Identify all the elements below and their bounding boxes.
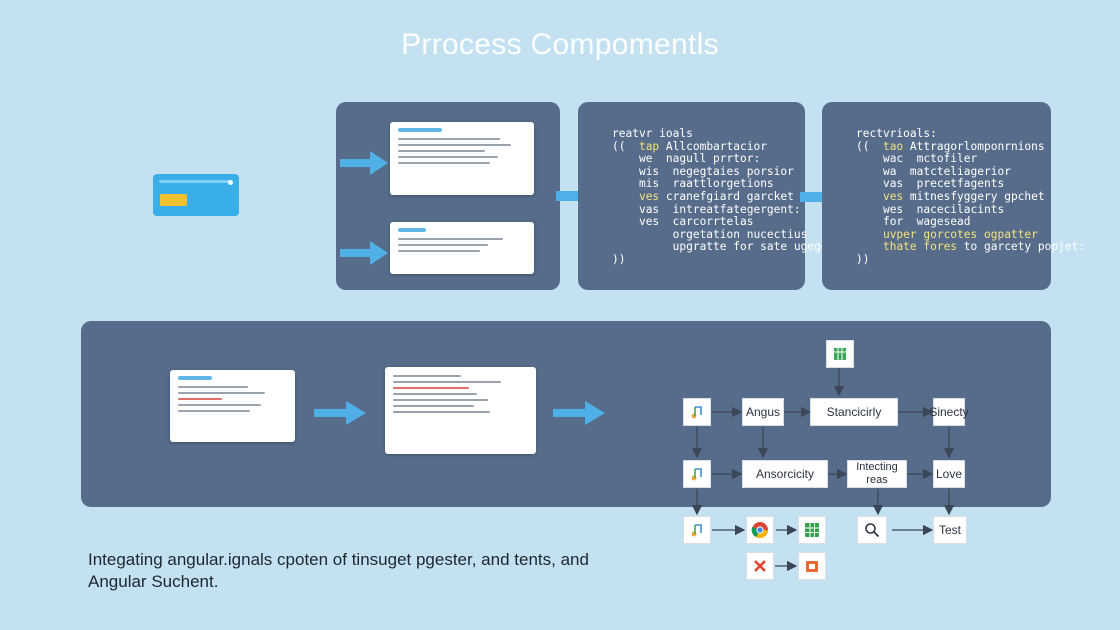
code-line: wes nacecilacints: [856, 202, 1085, 217]
code-prefix: ((: [856, 139, 883, 153]
code-line: vas intreatfategergent:: [612, 202, 848, 217]
flow-node-test: Test: [933, 516, 967, 544]
chrome-icon: [746, 516, 774, 544]
code-text: wac mctofiler: [882, 152, 978, 166]
music-note-icon: [683, 516, 711, 544]
code-keyword: ves: [882, 189, 904, 203]
code-panel: [578, 102, 805, 290]
code-panel: [822, 102, 1051, 290]
code-text: mis raattlorgetions: [638, 177, 774, 191]
code-line: (( tao Attragorlomponrnions: [856, 139, 1085, 154]
code-keyword: thate fores: [882, 240, 958, 254]
code-block: reatvr ioals(( tap Allcombartacior we na…: [612, 127, 848, 267]
code-line: vas precetfagents: [856, 178, 1085, 191]
close-icon: [746, 552, 774, 580]
diagram-title: Prrocess Compomentls: [401, 28, 719, 61]
code-text: mitnesfyggery gpchet: [903, 189, 1045, 203]
code-text: vas precetfagents: [882, 177, 1005, 191]
code-text: wes nacecilacints: [882, 202, 1005, 216]
flow-node-angus: Angus: [742, 398, 784, 426]
music-note-icon: [683, 398, 711, 426]
code-prefix: ((: [612, 139, 639, 153]
code-text: we nagull prrtor:: [638, 152, 761, 166]
arrow-right-icon: [340, 151, 388, 175]
document-card: [170, 370, 295, 442]
arrow-right-icon: [314, 401, 366, 425]
music-note-icon: [683, 460, 711, 488]
code-line: ves cranefgiard garcket: [612, 189, 848, 204]
code-line: wis negegtaies porsior: [612, 164, 848, 179]
code-text: wa matcteliagerior: [882, 164, 1011, 178]
code-keyword: uvper gorcotes ogpatter: [882, 227, 1038, 241]
card-icon: [153, 174, 239, 216]
code-line: wa matcteliagerior: [856, 164, 1085, 179]
code-text: for wagesead: [882, 215, 971, 229]
code-text: Allcombartacior: [659, 139, 767, 153]
code-text: Attragorlomponrnions: [903, 139, 1045, 153]
code-text: ves carcorrtelas: [638, 215, 754, 229]
flow-node-sinecty: Sinecty: [929, 398, 969, 426]
code-prefix: )): [612, 252, 626, 266]
arrow-right-icon: [553, 401, 605, 425]
code-line: thate fores to garcety popjet:: [856, 241, 1085, 254]
code-line: )): [612, 252, 848, 267]
search-icon: [857, 516, 887, 544]
code-line: ves carcorrtelas: [612, 215, 848, 229]
flow-node-ansorcity: Ansorcicity: [742, 460, 828, 488]
code-line: reatvr ioals: [612, 127, 693, 140]
document-card: [390, 222, 534, 274]
code-line: uvper gorcotes ogpatter: [856, 227, 1085, 242]
code-text: cranefgiard garcket: [659, 189, 794, 203]
code-line: )): [856, 252, 1085, 267]
code-keyword: tap: [638, 139, 660, 153]
code-line: orgetation nucectius: [612, 227, 848, 242]
code-keyword: tao: [882, 139, 904, 153]
code-line: (( tap Allcombartacior: [612, 139, 848, 154]
code-text: orgetation nucectius: [672, 227, 808, 241]
flow-node-stancicity: Stancicirly: [810, 398, 898, 426]
document-card: [385, 367, 536, 454]
code-line: mis raattlorgetions: [612, 178, 848, 191]
code-line: rectvrioals:: [856, 127, 937, 140]
code-block: rectvrioals:(( tao Attragorlomponrnions …: [856, 127, 1085, 267]
arrow-right-icon: [340, 241, 388, 265]
cube-icon: [826, 340, 854, 368]
document-card: [390, 122, 534, 195]
code-line: for wagesead: [856, 215, 1085, 229]
flow-node-intecting: Intecting reas: [847, 460, 907, 488]
code-prefix: )): [856, 252, 870, 266]
caption-line: Angular Suchent.: [88, 572, 219, 591]
grid-icon: [798, 516, 826, 544]
code-text: vas intreatfategergent:: [638, 202, 801, 216]
flow-node-love: Love: [933, 460, 965, 488]
caption: Integating angular.ignals cpoten of tins…: [88, 549, 648, 593]
code-line: ves mitnesfyggery gpchet: [856, 189, 1085, 204]
code-line: we nagull prrtor:: [612, 152, 848, 166]
package-icon: [798, 552, 826, 580]
code-text: wis negegtaies porsior: [638, 164, 794, 178]
caption-line: Integating angular.ignals cpoten of tins…: [88, 550, 589, 569]
code-keyword: ves: [638, 189, 660, 203]
code-line: wac mctofiler: [856, 152, 1085, 166]
code-text: to garcety popjet:: [957, 240, 1086, 254]
